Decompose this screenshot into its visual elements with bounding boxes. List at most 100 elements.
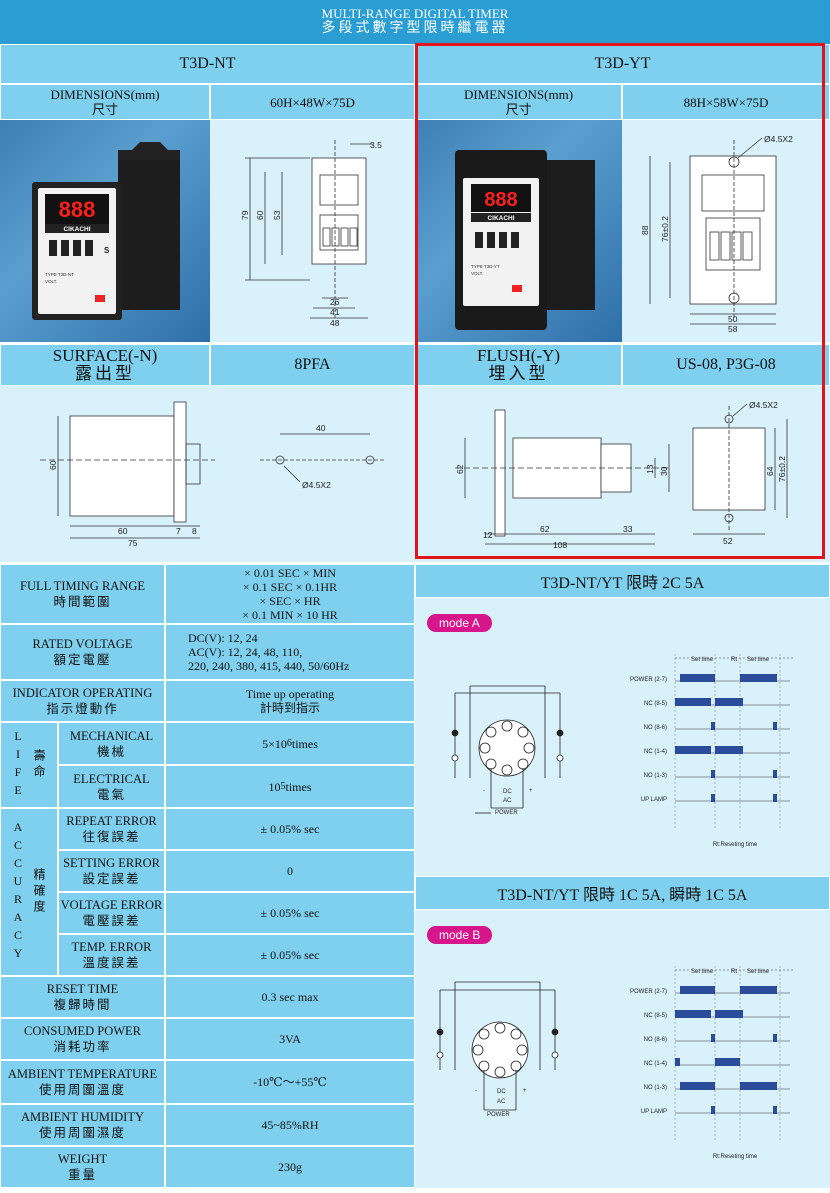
dim-text: 3.5: [370, 140, 382, 150]
signal-label: POWER (2-7): [630, 677, 667, 683]
spec-value: -10℃～+55℃: [165, 1060, 415, 1104]
dim-label-zh: 尺寸: [91, 102, 118, 117]
spec-label: TEMP. ERROR 溫度誤差: [58, 934, 165, 976]
spec-value: ± 0.05% sec: [165, 808, 415, 850]
dim-text: 76±0.2: [777, 456, 787, 482]
life-group-zh: 壽命: [32, 749, 46, 781]
spec-value-line: AC(V): 12, 24, 48, 110,: [188, 645, 303, 659]
signal-pulse: [675, 1058, 680, 1066]
socket-nt: 8PFA: [210, 344, 415, 386]
signal-pulse: [740, 986, 777, 994]
dim-text: 62: [455, 464, 465, 474]
spec-label-zh: 往復誤差: [82, 830, 141, 844]
spec-label: AMBIENT HUMIDITY 使用周圍濕度: [0, 1104, 165, 1146]
dim-label-en: DIMENSIONS(mm): [463, 87, 574, 102]
signal-pulse: [675, 746, 711, 754]
nt-type: TYPE T3D-NT: [45, 272, 74, 277]
header-title-zh: 多段式數字型限時繼電器: [321, 21, 509, 36]
signal-pulse: [711, 794, 715, 802]
product-photo-yt: 888 CIKACHI TYPE T3D-YT VOLT.: [415, 120, 622, 342]
signal-label: POWER (2-7): [630, 989, 667, 995]
dim-text: Ø4.5X2: [764, 134, 793, 144]
spec-value: 0.3 sec max: [165, 976, 415, 1018]
dim-text: 60: [255, 210, 265, 220]
dim-text: 48: [330, 318, 340, 328]
dim-text: 88: [640, 225, 650, 235]
dim-text: 50: [728, 314, 738, 324]
model-name-yt: T3D-YT: [415, 44, 830, 84]
spec-label-zh: 額定電壓: [53, 653, 112, 667]
signal-label: UP LAMP: [641, 797, 667, 803]
rt-label: Rt: [731, 657, 737, 663]
spec-value: Time up operating 計時到指示: [165, 680, 415, 722]
socket-dc: DC: [503, 789, 512, 795]
socket-ac: AC: [503, 798, 512, 804]
signal-pulse: [773, 1106, 777, 1114]
life-group-en: LIFE: [11, 729, 25, 801]
mount-zh: 埋入型: [488, 364, 549, 383]
yt-brand: CIKACHI: [487, 215, 514, 222]
dim-label-en: DIMENSIONS(mm): [50, 87, 160, 102]
dim-text: Ø4.5X2: [302, 480, 331, 490]
spec-label-en: AMBIENT HUMIDITY: [20, 1110, 145, 1124]
signal-pulse: [715, 746, 743, 754]
spec-value: × 0.01 SEC × MIN × 0.1 SEC × 0.1HR × SEC…: [165, 564, 415, 624]
spec-label-en: VOLTAGE ERROR: [60, 898, 163, 912]
dim-text: 30: [659, 466, 669, 476]
model-name-nt: T3D-NT: [0, 44, 415, 84]
yt-display: 888: [484, 189, 517, 211]
socket-pins: [479, 720, 535, 776]
dim-text: 62: [540, 524, 550, 534]
dim-value-nt: 60H×48W×75D: [210, 84, 415, 120]
nt-display: 888: [59, 197, 96, 222]
mount-en: FLUSH(-Y): [476, 346, 561, 365]
spec-value-main: 10: [268, 779, 281, 794]
signal-pulse: [740, 674, 777, 682]
spec-label-zh: 溫度誤差: [82, 956, 141, 970]
socket-power: POWER: [495, 810, 518, 816]
spec-label-en: INDICATOR OPERATING: [12, 686, 153, 700]
spec-label: CONSUMED POWER 消耗功率: [0, 1018, 165, 1060]
signal-pulse: [680, 1082, 715, 1090]
dim-text: 79: [240, 210, 250, 220]
spec-value: ± 0.05% sec: [165, 934, 415, 976]
spec-value-line: × 0.1 SEC × 0.1HR: [242, 580, 338, 594]
dim-text: 13: [645, 464, 655, 474]
spec-value-line: DC(V): 12, 24: [188, 631, 258, 645]
signal-pulse: [773, 722, 777, 730]
dim-text: 41: [330, 307, 340, 317]
accuracy-group-en: ACCURACY: [11, 820, 25, 964]
dim-text: 7: [176, 526, 181, 536]
signal-label: NC (8-5): [644, 1013, 667, 1019]
drawing-nt-side: 60 60 7 8 75 40 Ø4.5X2: [0, 386, 415, 562]
spec-label: RESET TIME 複歸時間: [0, 976, 165, 1018]
set-time-label: Set time: [691, 969, 714, 975]
set-time-label: Set time: [691, 657, 714, 663]
spec-value-line: Time up operating: [245, 687, 335, 701]
spec-label-zh: 設定誤差: [82, 872, 141, 886]
socket-minus: -: [475, 1088, 477, 1094]
header-title-en: MULTI-RANGE DIGITAL TIMER: [321, 6, 509, 21]
page-header: MULTI-RANGE DIGITAL TIMER 多段式數字型限時繼電器: [0, 0, 830, 44]
spec-label-en: FULL TIMING RANGE: [20, 579, 145, 593]
spec-value: DC(V): 12, 24 AC(V): 12, 24, 48, 110, 22…: [165, 624, 415, 680]
spec-label-en: ELECTRICAL: [73, 771, 150, 786]
spec-label-zh: 複歸時間: [53, 998, 112, 1012]
yt-type: TYPE T3D-YT: [471, 264, 500, 269]
set-time-label: Set time: [747, 969, 770, 975]
signal-pulse: [773, 1034, 777, 1042]
spec-label: ELECTRICAL 電氣: [58, 765, 165, 808]
spec-label-en: SETTING ERROR: [63, 856, 160, 870]
dim-text: 52: [723, 536, 733, 546]
dim-text: 60: [118, 526, 128, 536]
socket-yt: US-08, P3G-08: [622, 344, 830, 386]
socket-pins: [472, 1022, 528, 1078]
spec-value-exp: 6: [286, 737, 292, 749]
dim-label-zh: 尺寸: [505, 102, 532, 117]
signal-label: NC (1-4): [644, 749, 667, 755]
spec-label-zh: 使用周圍溫度: [38, 1083, 126, 1097]
signal-pulse: [675, 1010, 711, 1018]
spec-value-line: × 0.1 MIN × 10 HR: [242, 608, 338, 622]
